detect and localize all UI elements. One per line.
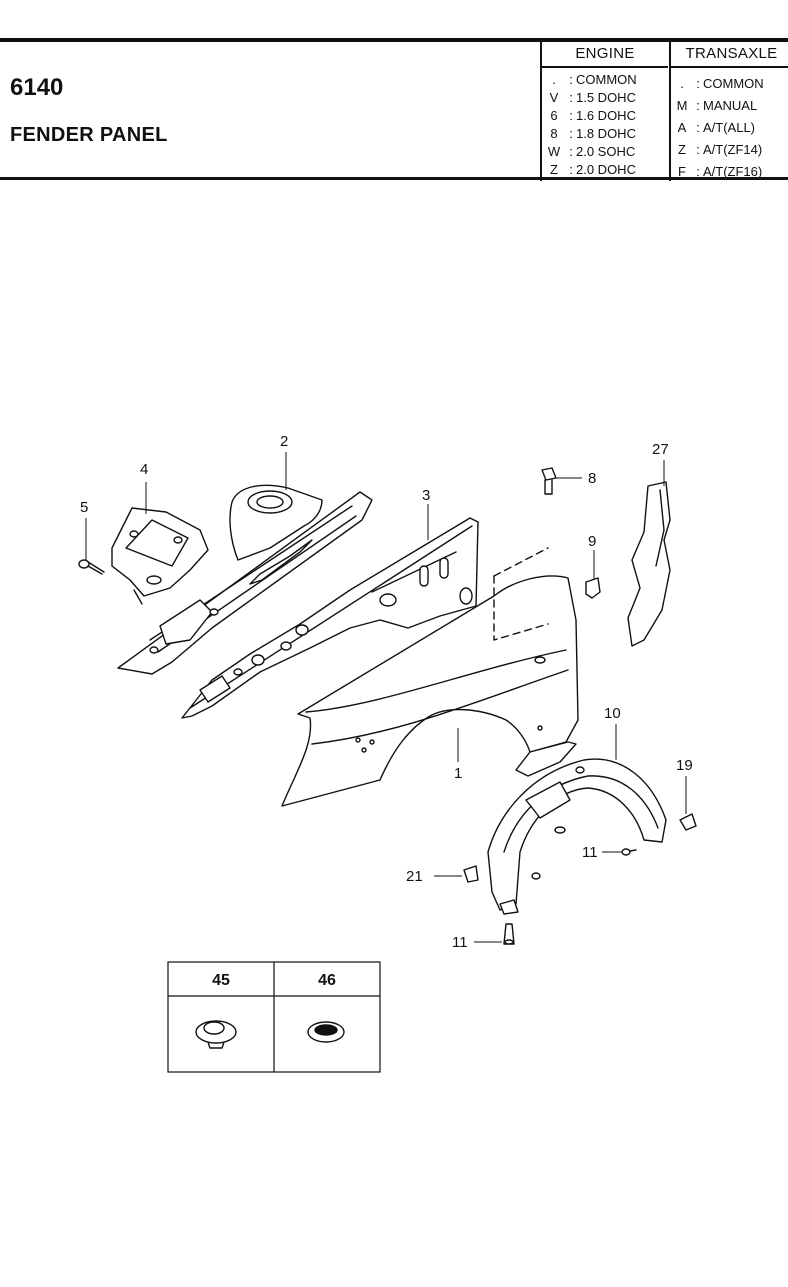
part-grommet-46 bbox=[307, 1021, 345, 1043]
engine-legend-row: Z:2.0 DOHC bbox=[542, 161, 668, 179]
engine-legend-header: ENGINE bbox=[542, 42, 668, 68]
callout-part-11: 11 bbox=[452, 934, 468, 951]
legend-code: Z bbox=[550, 162, 558, 177]
part-clip-9 bbox=[585, 577, 601, 599]
transaxle-legend-row: Z:A/T(ZF14) bbox=[671, 139, 788, 161]
callout-part-3: 3 bbox=[422, 487, 430, 504]
callout-part-8: 8 bbox=[588, 470, 596, 487]
callout-part-5: 5 bbox=[80, 499, 88, 516]
legend-label: 2.0 DOHC bbox=[576, 162, 636, 177]
part-wheelhouse-liner bbox=[487, 758, 667, 915]
engine-legend-row: V:1.5 DOHC bbox=[542, 89, 668, 107]
legend-label: COMMON bbox=[576, 72, 637, 87]
engine-legend-row: .:COMMON bbox=[542, 71, 668, 89]
part-fender-panel bbox=[281, 547, 579, 807]
callout-part-2: 2 bbox=[280, 433, 288, 450]
transaxle-legend-header: TRANSAXLE bbox=[671, 42, 788, 68]
transaxle-legend-row: A:A/T(ALL) bbox=[671, 117, 788, 139]
part-bracket bbox=[111, 507, 209, 605]
legend-code: W bbox=[547, 144, 561, 159]
legend-code: V bbox=[549, 90, 559, 105]
section-title: FENDER PANEL bbox=[10, 124, 168, 146]
inset-label-46: 46 bbox=[318, 972, 336, 989]
part-screw-11-upper bbox=[621, 848, 637, 856]
part-clip-19 bbox=[679, 813, 697, 831]
legend-code: Z bbox=[678, 142, 686, 157]
callout-part-1: 1 bbox=[454, 765, 462, 782]
legend-code: A bbox=[677, 120, 687, 135]
part-screw-11-lower bbox=[503, 923, 515, 945]
part-upper-apron-rail bbox=[117, 484, 373, 675]
legend-code: 6 bbox=[550, 108, 558, 123]
legend-label: 1.5 DOHC bbox=[576, 90, 636, 105]
callout-part-21: 21 bbox=[406, 868, 423, 885]
legend-code: 8 bbox=[550, 126, 558, 141]
header-bar: 6140 FENDER PANEL ENGINE .:COMMON V:1.5 … bbox=[0, 38, 788, 181]
engine-legend: ENGINE .:COMMON V:1.5 DOHC 6:1.6 DOHC 8:… bbox=[542, 42, 668, 181]
legend-label: 2.0 SOHC bbox=[576, 144, 636, 159]
legend-label: MANUAL bbox=[703, 98, 758, 113]
legend-label: A/T(ZF14) bbox=[703, 142, 763, 157]
part-bolt-5 bbox=[78, 559, 105, 575]
callout-part-10: 10 bbox=[604, 705, 621, 722]
callout-part-9: 9 bbox=[588, 533, 596, 550]
legend-label: A/T(ZF16) bbox=[703, 164, 763, 179]
callout-part-19: 19 bbox=[676, 757, 693, 774]
transaxle-legend-row: F:A/T(ZF16) bbox=[671, 161, 788, 183]
callout-part-27: 27 bbox=[652, 441, 669, 458]
part-grommet-45 bbox=[195, 1020, 237, 1049]
inset-label-45: 45 bbox=[212, 972, 230, 989]
part-clip-21 bbox=[463, 865, 479, 883]
legend-label: A/T(ALL) bbox=[703, 120, 756, 135]
callout-part-11: 11 bbox=[582, 844, 598, 861]
callout-part-4: 4 bbox=[140, 461, 148, 478]
legend-label: 1.8 DOHC bbox=[576, 126, 636, 141]
part-bolt-8 bbox=[541, 467, 557, 495]
part-insulator-pad bbox=[627, 481, 671, 647]
engine-legend-row: W:2.0 SOHC bbox=[542, 143, 668, 161]
engine-legend-row: 8:1.8 DOHC bbox=[542, 125, 668, 143]
section-code: 6140 bbox=[10, 74, 64, 101]
transaxle-legend-row: M:MANUAL bbox=[671, 95, 788, 117]
part-lower-side-member bbox=[181, 517, 479, 719]
transaxle-legend: TRANSAXLE .:COMMON M:MANUAL A:A/T(ALL) Z… bbox=[669, 42, 788, 181]
engine-legend-row: 6:1.6 DOHC bbox=[542, 107, 668, 125]
legend-code: . bbox=[552, 72, 556, 87]
legend-label: 1.6 DOHC bbox=[576, 108, 636, 123]
legend-code: . bbox=[680, 76, 684, 91]
legend-code: F bbox=[678, 164, 686, 179]
code-legend: ENGINE .:COMMON V:1.5 DOHC 6:1.6 DOHC 8:… bbox=[540, 42, 788, 181]
transaxle-legend-row: .:COMMON bbox=[671, 73, 788, 95]
legend-label: COMMON bbox=[703, 76, 764, 91]
grommet-inset-box: 45 46 bbox=[167, 961, 381, 1073]
legend-code: M bbox=[676, 98, 688, 113]
